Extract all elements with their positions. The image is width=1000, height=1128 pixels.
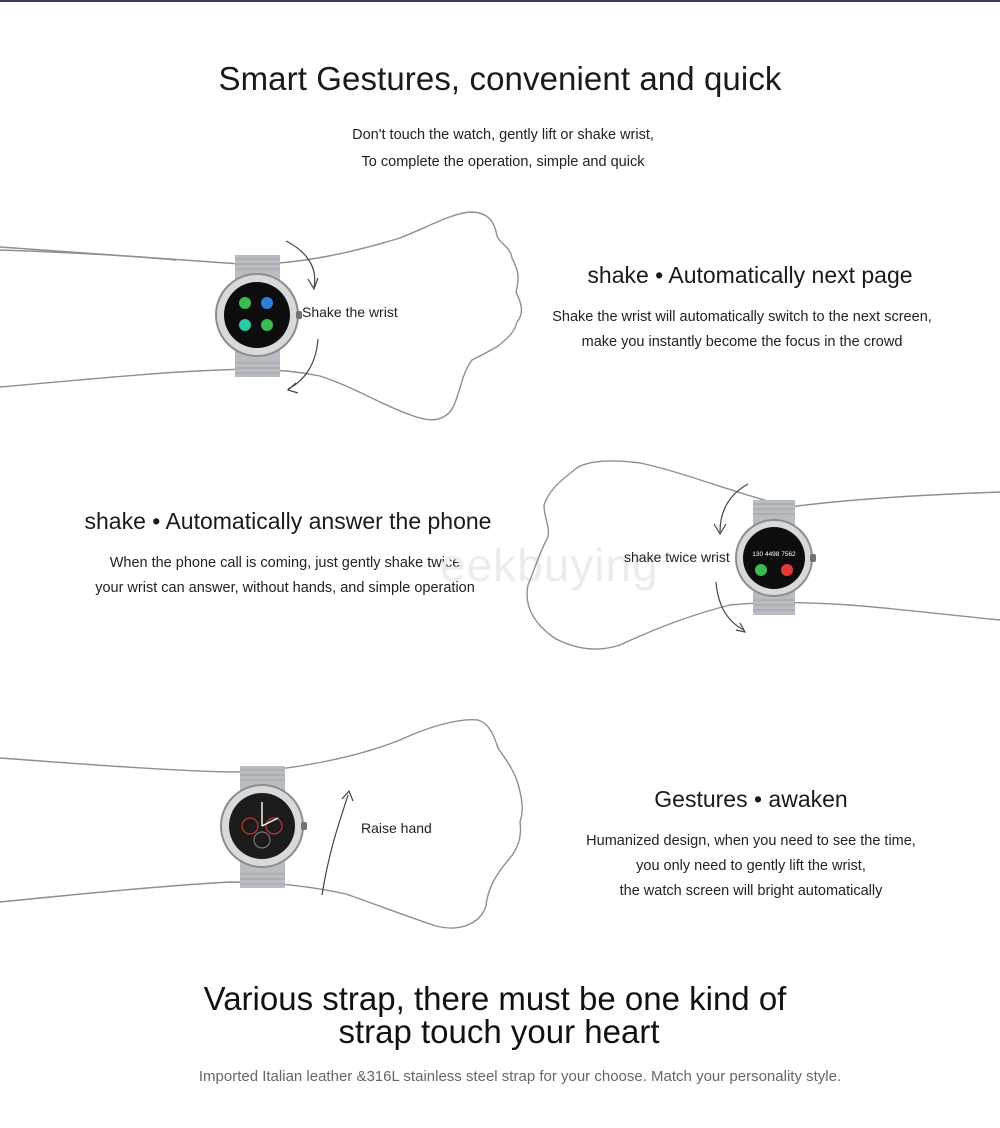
shake-arrows-2: [713, 483, 749, 633]
section2-line-1: When the phone call is coming, just gent…: [109, 555, 461, 571]
arm-illustration-1: [0, 211, 523, 421]
intro-line-1: Don't touch the watch, gently lift or sh…: [352, 127, 654, 143]
section2-heading: shake • Automatically answer the phone: [84, 508, 492, 534]
gesture-label-shake-twice: shake twice wrist: [624, 549, 730, 565]
intro-title: Smart Gestures, convenient and quick: [218, 60, 782, 97]
section3-line-2: you only need to gently lift the wrist,: [636, 858, 866, 874]
section3-line-3: the watch screen will bright automatical…: [619, 883, 883, 899]
top-border-line: [0, 0, 1000, 2]
smartwatch-1: [215, 255, 302, 377]
raise-arrow: [321, 789, 354, 896]
section1-line-1: Shake the wrist will automatically switc…: [552, 309, 932, 325]
section1-heading: shake • Automatically next page: [587, 262, 913, 288]
section2-line-2: your wrist can answer, without hands, an…: [95, 580, 475, 596]
smartwatch-3: [220, 766, 307, 888]
strap-heading-line-2: strap touch your heart: [338, 1013, 660, 1050]
watch-screen-number: 130 4498 7562: [752, 551, 796, 558]
section3-heading: Gestures • awaken: [654, 786, 848, 812]
smartwatch-2: 130 4498 7562: [735, 500, 816, 615]
gesture-label-raise-hand: Raise hand: [361, 820, 432, 836]
arm-illustration-3: [0, 718, 523, 929]
watermark-logo: eekbuying: [440, 539, 659, 591]
section3-line-1: Humanized design, when you need to see t…: [586, 833, 916, 849]
shake-arrows-1: [285, 240, 319, 394]
strap-note: Imported Italian leather &316L stainless…: [198, 1068, 842, 1085]
gesture-label-shake-wrist: Shake the wrist: [302, 304, 398, 320]
section1-line-2: make you instantly become the focus in t…: [581, 334, 903, 350]
intro-line-2: To complete the operation, simple and qu…: [361, 154, 645, 170]
strap-heading-line-1: Various strap, there must be one kind of: [203, 980, 787, 1017]
